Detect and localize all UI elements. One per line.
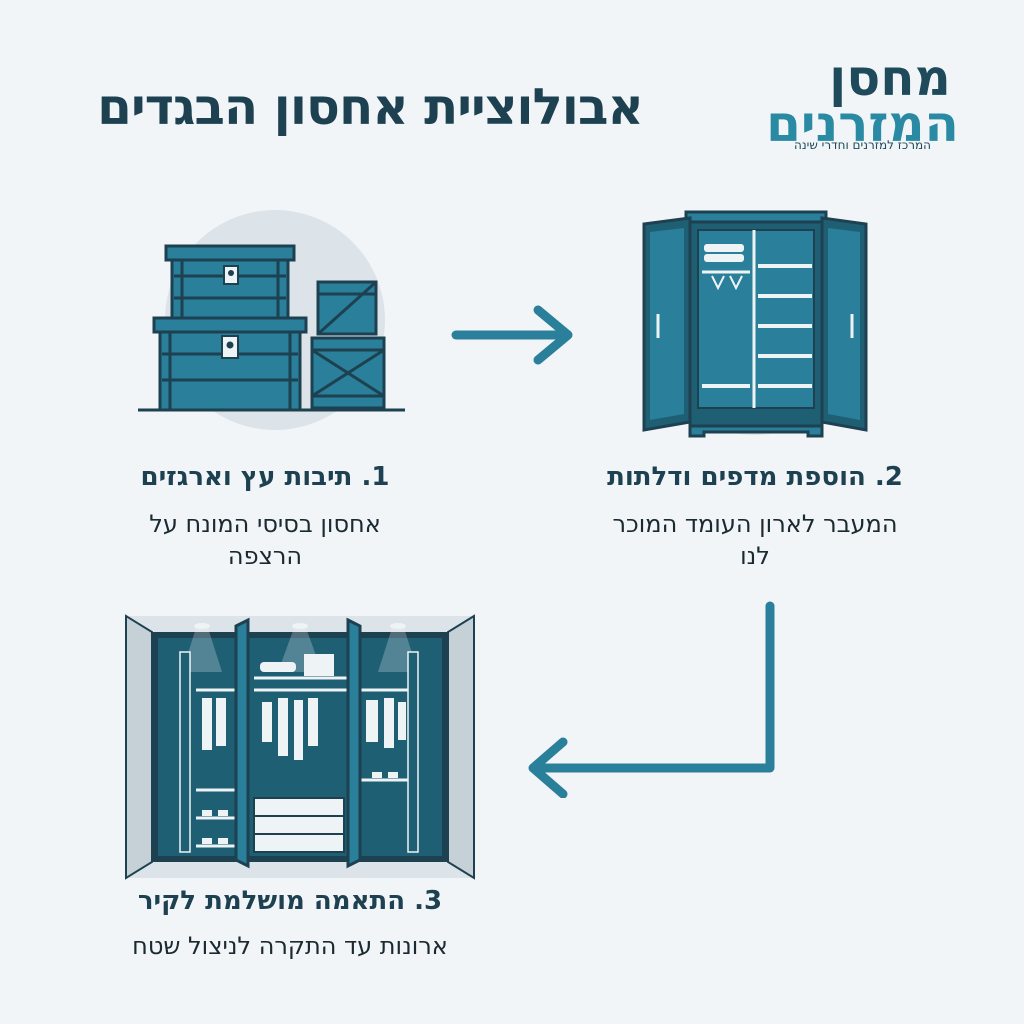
step-3-description: ארונות עד התקרה לניצול שטח bbox=[132, 932, 448, 960]
logo: מחסן המזרנים המרכז למזרנים וחדרי שינה bbox=[740, 52, 990, 162]
step-2-description: המעבר לארון העומד המוכר לנו bbox=[612, 510, 898, 570]
step-1-title: 1. תיבות עץ וארגזים bbox=[140, 462, 390, 492]
logo-line1: מחסן bbox=[829, 49, 951, 107]
logo-line2: המזרנים bbox=[766, 95, 959, 153]
walk-in-closet-icon bbox=[125, 614, 475, 880]
arrow-right-icon bbox=[451, 305, 573, 365]
crate-icon bbox=[310, 280, 386, 410]
step-2-title: 2. הוספת מדפים ודלתות bbox=[607, 462, 903, 492]
page-title: אבולוציית אחסון הבגדים bbox=[97, 78, 644, 136]
wardrobe-icon bbox=[642, 210, 868, 438]
step-1-description: אחסון בסיסי המונח על הרצפה bbox=[149, 510, 381, 570]
logo-tagline: המרכז למזרנים וחדרי שינה bbox=[793, 138, 931, 152]
wooden-chest-icon bbox=[138, 210, 405, 430]
step-3-title: 3. התאמה מושלמת לקיר bbox=[137, 886, 443, 916]
arrow-down-left-icon bbox=[528, 601, 775, 798]
